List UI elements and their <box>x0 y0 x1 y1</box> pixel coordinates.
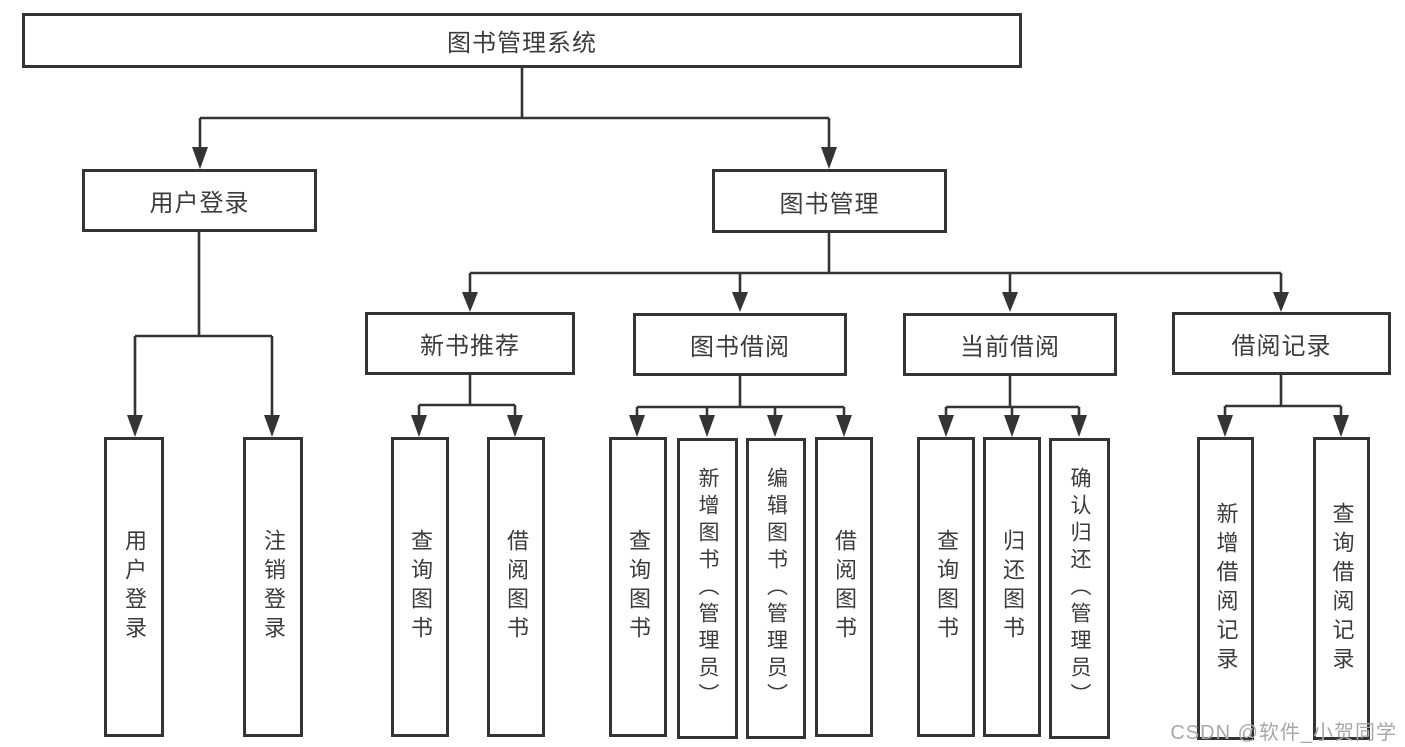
node-root: 图书管理系统 <box>22 13 1022 68</box>
leaf-add-borrow-record: 新增借阅记录 <box>1197 437 1254 740</box>
arrow-icon <box>732 292 748 312</box>
csdn-watermark: CSDN @软件_小贺同学 <box>1170 722 1397 744</box>
arrow-icon <box>821 147 837 169</box>
node-book-management-group-label: 图书管理 <box>779 190 880 218</box>
node-book-borrow-label: 图书借阅 <box>690 334 790 361</box>
node-book-management-group: 图书管理 <box>712 169 947 233</box>
edge-bookmgmt-to-level3 <box>468 233 1283 293</box>
arrow-icon <box>699 415 715 437</box>
leaf-edit-book-admin-label: 编辑图书（管理员） <box>764 467 788 710</box>
arrow-icon <box>1217 415 1233 437</box>
arrow-icon <box>938 415 954 437</box>
leaf-confirm-return-admin-label: 确认归还（管理员） <box>1068 467 1091 710</box>
leaf-return-book: 归还图书 <box>983 437 1041 737</box>
leaf-query-book-borrow: 查询图书 <box>609 437 667 737</box>
node-current-borrow: 当前借阅 <box>903 313 1117 376</box>
edge-bookborrow-to-leaves <box>635 376 846 418</box>
leaf-add-borrow-record-label: 新增借阅记录 <box>1213 501 1239 676</box>
edge-root-to-level2 <box>198 68 831 150</box>
arrow-icon <box>127 415 143 437</box>
node-book-borrow: 图书借阅 <box>633 313 847 376</box>
node-user-login-group-label: 用户登录 <box>149 190 250 217</box>
leaf-edit-book-admin: 编辑图书（管理员） <box>746 438 806 739</box>
leaf-confirm-return-admin: 确认归还（管理员） <box>1049 438 1110 739</box>
leaf-logout-label: 注销登录 <box>261 529 286 645</box>
leaf-add-book-admin: 新增图书（管理员） <box>677 438 738 739</box>
arrow-icon <box>264 415 280 437</box>
edge-userlogin-to-leaves <box>133 232 274 418</box>
leaf-query-book-current-label: 查询图书 <box>934 529 959 645</box>
arrow-icon <box>1333 415 1349 437</box>
arrow-icon <box>462 292 478 312</box>
arrow-icon <box>507 415 523 437</box>
node-borrow-records: 借阅记录 <box>1172 312 1391 375</box>
leaf-query-borrow-record: 查询借阅记录 <box>1313 437 1370 740</box>
arrow-icon <box>836 415 852 437</box>
edge-newbook-to-leaves <box>417 375 517 418</box>
edge-currentborrow-to-leaves <box>944 376 1081 418</box>
leaf-borrow-book-borrow-label: 借阅图书 <box>832 529 857 645</box>
node-borrow-records-label: 借阅记录 <box>1231 333 1332 360</box>
leaf-query-book-recommend: 查询图书 <box>391 437 449 737</box>
leaf-query-book-recommend-label: 查询图书 <box>408 529 433 645</box>
node-current-borrow-label: 当前借阅 <box>960 334 1060 361</box>
arrow-icon <box>767 415 783 437</box>
edge-records-to-leaves <box>1223 375 1343 418</box>
leaf-logout: 注销登录 <box>243 437 303 737</box>
node-new-book-recommend: 新书推荐 <box>365 312 575 375</box>
leaf-borrow-book-borrow: 借阅图书 <box>815 437 873 737</box>
arrow-icon <box>192 147 208 169</box>
arrow-icon <box>1004 415 1020 437</box>
leaf-query-book-borrow-label: 查询图书 <box>626 529 651 645</box>
arrow-icon <box>1071 415 1087 437</box>
node-user-login-group: 用户登录 <box>82 169 317 232</box>
leaf-borrow-book-recommend: 借阅图书 <box>487 437 545 737</box>
arrow-icon <box>1002 292 1018 312</box>
leaf-query-borrow-record-label: 查询借阅记录 <box>1329 501 1355 676</box>
leaf-return-book-label: 归还图书 <box>1000 529 1025 645</box>
node-new-book-recommend-label: 新书推荐 <box>420 333 520 360</box>
leaf-user-login-label: 用户登录 <box>122 529 147 645</box>
arrow-icon <box>629 415 645 437</box>
leaf-add-book-admin-label: 新增图书（管理员） <box>696 467 719 710</box>
arrow-icon <box>1273 292 1289 312</box>
node-root-label: 图书管理系统 <box>447 30 597 57</box>
leaf-user-login: 用户登录 <box>104 437 164 737</box>
leaf-query-book-current: 查询图书 <box>917 437 975 737</box>
arrow-icon <box>411 415 427 437</box>
leaf-borrow-book-recommend-label: 借阅图书 <box>504 529 529 645</box>
